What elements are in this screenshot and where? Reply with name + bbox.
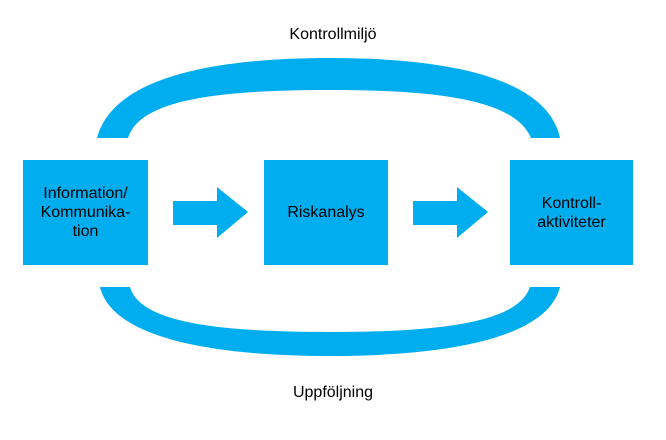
- arrow-right-1: [173, 187, 248, 238]
- arrow-right-2: [413, 187, 488, 238]
- bottom-label: Uppföljning: [292, 384, 374, 401]
- box-information-kommunikation: Information/ Kommunika- tion: [23, 160, 148, 265]
- top-label: Kontrollmiljö: [289, 26, 377, 43]
- box-riskanalys: Riskanalys: [264, 160, 388, 265]
- box-kontrollaktiviteter: Kontroll- aktiviteter: [510, 160, 633, 265]
- bottom-arc: [100, 287, 560, 356]
- top-arc: [97, 58, 560, 138]
